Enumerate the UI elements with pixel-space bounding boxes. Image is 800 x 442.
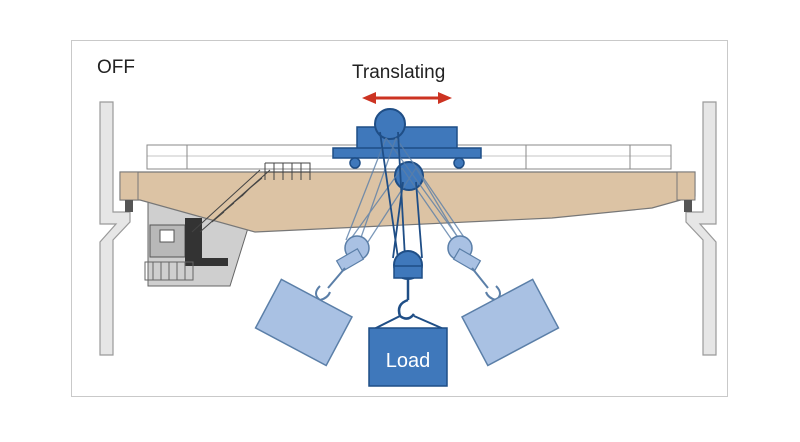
diagram-frame — [71, 40, 728, 397]
bridge-girder — [119, 171, 696, 233]
status-label: OFF — [97, 57, 135, 78]
translating-arrow — [362, 92, 452, 104]
swing-load-left — [254, 278, 354, 367]
swing-load-right — [460, 278, 560, 367]
swing-hook-right — [447, 235, 501, 302]
load-label: Load — [385, 350, 431, 372]
hoist-cables — [379, 131, 423, 259]
load-box — [368, 327, 448, 387]
right-wall — [685, 101, 717, 356]
access-stairs — [191, 162, 311, 233]
motion-label: Translating — [352, 62, 446, 83]
hook-block — [371, 250, 447, 331]
left-wall — [99, 101, 131, 356]
swing-hook-left — [315, 235, 370, 302]
